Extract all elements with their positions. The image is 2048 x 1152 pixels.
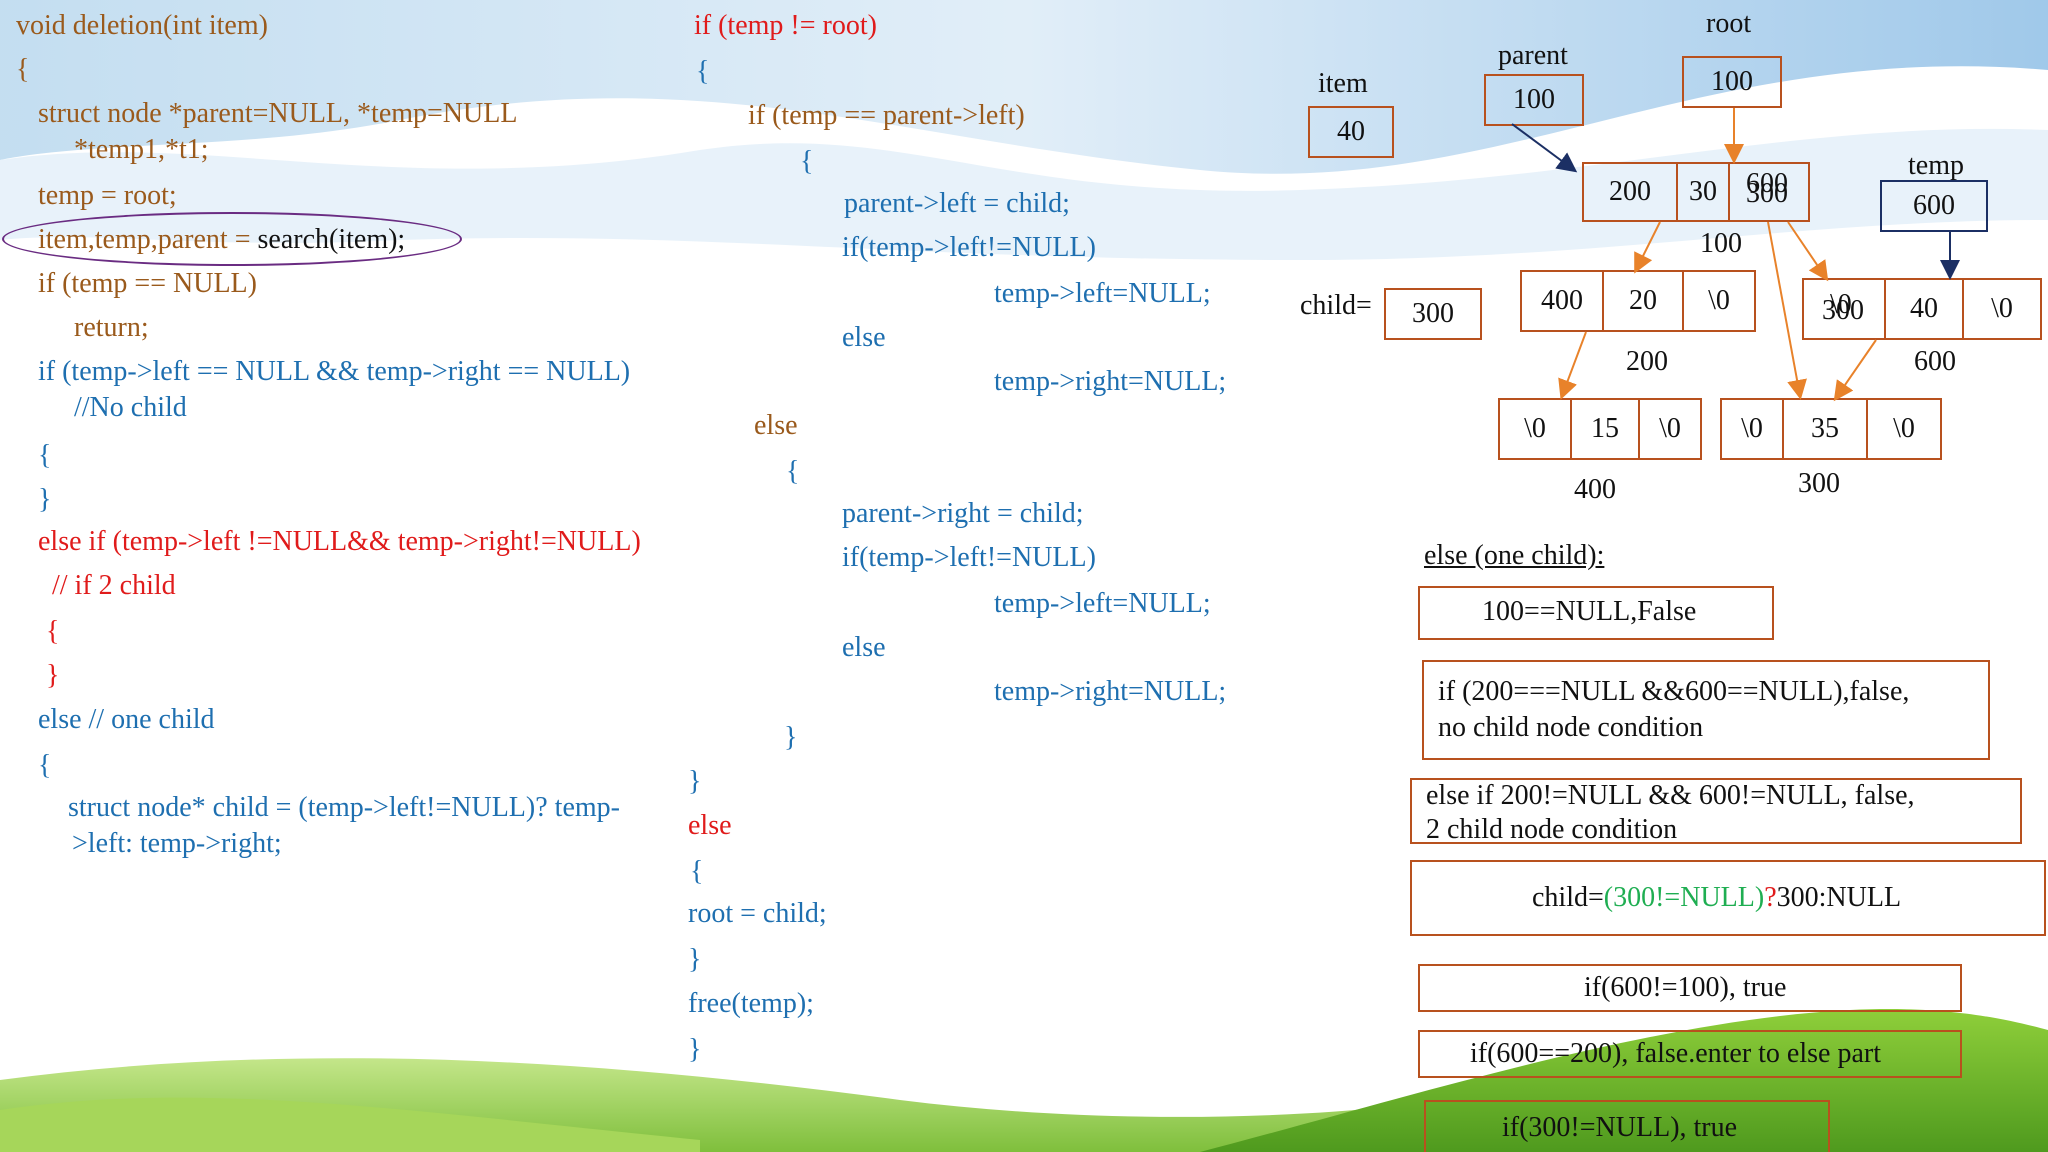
node600-address: 600 bbox=[1914, 346, 1956, 377]
node600-left: 300 \0 bbox=[1802, 278, 1886, 340]
code-line: { bbox=[46, 616, 60, 647]
node300-right: \0 bbox=[1866, 398, 1942, 460]
code-line: else bbox=[842, 632, 886, 663]
code-line: void deletion(int item) bbox=[16, 10, 268, 41]
code-line: parent->right = child; bbox=[842, 498, 1084, 529]
node400-address: 400 bbox=[1574, 474, 1616, 505]
notes-heading: else (one child): bbox=[1424, 540, 1605, 571]
code-line: else // one child bbox=[38, 704, 215, 735]
code-line: if (temp == parent->left) bbox=[748, 100, 1025, 131]
note-box-7: if(300!=NULL), true bbox=[1424, 1100, 1830, 1152]
note-text: if (200===NULL &&600==NULL),false, bbox=[1438, 676, 1910, 707]
code-line: else if (temp->left !=NULL&& temp->right… bbox=[38, 526, 641, 557]
note-text: no child node condition bbox=[1438, 712, 1704, 743]
note-text: if(600!=100), true bbox=[1584, 972, 1787, 1003]
root-box: 100 bbox=[1682, 56, 1782, 108]
code-line: else bbox=[842, 322, 886, 353]
node300-data: 35 bbox=[1782, 398, 1868, 460]
temp-label: temp bbox=[1908, 150, 1964, 181]
code-line: struct node *parent=NULL, *temp=NULL bbox=[38, 98, 518, 129]
highlight-ellipse bbox=[2, 212, 462, 266]
code-line: temp->left=NULL; bbox=[994, 588, 1211, 619]
node400-right: \0 bbox=[1638, 398, 1702, 460]
node600-right: \0 bbox=[1962, 278, 2042, 340]
node600-left-new: \0 bbox=[1830, 289, 1852, 320]
code-line: { bbox=[696, 56, 710, 87]
note-box-6: if(600==200), false.enter to else part bbox=[1418, 1030, 1962, 1078]
parent-label: parent bbox=[1498, 40, 1568, 71]
code-line: } bbox=[688, 1034, 702, 1065]
node200-left: 400 bbox=[1520, 270, 1604, 332]
node100-right-new: 300 bbox=[1746, 178, 1788, 209]
code-line: if(temp->left!=NULL) bbox=[842, 232, 1096, 263]
code-line: >left: temp->right; bbox=[72, 828, 282, 859]
node400-left: \0 bbox=[1498, 398, 1572, 460]
note-text: 100==NULL,False bbox=[1482, 596, 1697, 627]
item-box: 40 bbox=[1308, 106, 1394, 158]
node100-address: 100 bbox=[1700, 228, 1742, 259]
code-line: } bbox=[38, 484, 52, 515]
code-line: if (temp->left == NULL && temp->right ==… bbox=[38, 356, 631, 387]
code-line: { bbox=[690, 856, 704, 887]
node600-left-old: 300 bbox=[1822, 295, 1864, 326]
node100-data: 30 bbox=[1676, 162, 1730, 222]
code-line: root = child; bbox=[688, 898, 827, 929]
code-line: { bbox=[38, 750, 52, 781]
node300-address: 300 bbox=[1798, 468, 1840, 499]
code-line: //No child bbox=[74, 392, 187, 423]
note-text: 2 child node condition bbox=[1426, 814, 1678, 845]
child-box: 300 bbox=[1384, 288, 1482, 340]
temp-box: 600 bbox=[1880, 180, 1988, 232]
code-line: else bbox=[688, 810, 732, 841]
code-line: struct node* child = (temp->left!=NULL)?… bbox=[68, 792, 620, 823]
code-line: { bbox=[16, 54, 30, 85]
node200-data: 20 bbox=[1602, 270, 1684, 332]
item-label: item bbox=[1318, 68, 1368, 99]
code-line: if (temp == NULL) bbox=[38, 268, 257, 299]
note-box-3: else if 200!=NULL && 600!=NULL, false, 2… bbox=[1410, 778, 2022, 845]
node200-address: 200 bbox=[1626, 346, 1668, 377]
code-line: temp = root; bbox=[38, 180, 177, 211]
note-text: if(300!=NULL), true bbox=[1502, 1112, 1738, 1143]
code-line: temp->right=NULL; bbox=[994, 366, 1227, 397]
code-line: } bbox=[46, 660, 60, 691]
code-line: { bbox=[800, 146, 814, 177]
code-line: else bbox=[754, 410, 798, 441]
code-line: } bbox=[688, 766, 702, 797]
note-box-1: 100==NULL,False bbox=[1418, 586, 1774, 640]
child-label: child= bbox=[1300, 290, 1372, 321]
node100-right-old: 600 bbox=[1746, 168, 1788, 199]
code-line: free(temp); bbox=[688, 988, 814, 1019]
code-line: if (temp != root) bbox=[694, 10, 877, 41]
code-line: parent->left = child; bbox=[844, 188, 1070, 219]
code-line: } bbox=[688, 944, 702, 975]
code-line: temp->left=NULL; bbox=[994, 278, 1211, 309]
note-text: child=(300!=NULL)?300:NULL bbox=[1532, 882, 1902, 913]
code-line: *temp1,*t1; bbox=[74, 134, 209, 165]
code-line: { bbox=[38, 440, 52, 471]
code-line: return; bbox=[74, 312, 149, 343]
node100-left: 200 bbox=[1582, 162, 1678, 222]
note-box-4: child=(300!=NULL)?300:NULL bbox=[1410, 860, 2046, 936]
parent-box: 100 bbox=[1484, 74, 1584, 126]
note-box-5: if(600!=100), true bbox=[1418, 964, 1962, 1012]
node100-right: 600 300 bbox=[1728, 162, 1810, 222]
node200-right: \0 bbox=[1682, 270, 1756, 332]
code-line: if(temp->left!=NULL) bbox=[842, 542, 1096, 573]
note-text: if(600==200), false.enter to else part bbox=[1470, 1038, 1881, 1069]
root-label: root bbox=[1706, 8, 1752, 39]
note-text: else if 200!=NULL && 600!=NULL, false, bbox=[1426, 780, 1915, 811]
node600-data: 40 bbox=[1884, 278, 1964, 340]
code-line: { bbox=[786, 456, 800, 487]
code-line: // if 2 child bbox=[52, 570, 176, 601]
code-line: } bbox=[784, 722, 798, 753]
node400-data: 15 bbox=[1570, 398, 1640, 460]
node300-left: \0 bbox=[1720, 398, 1784, 460]
code-line: temp->right=NULL; bbox=[994, 676, 1227, 707]
note-box-2: if (200===NULL &&600==NULL),false, no ch… bbox=[1422, 660, 1990, 760]
